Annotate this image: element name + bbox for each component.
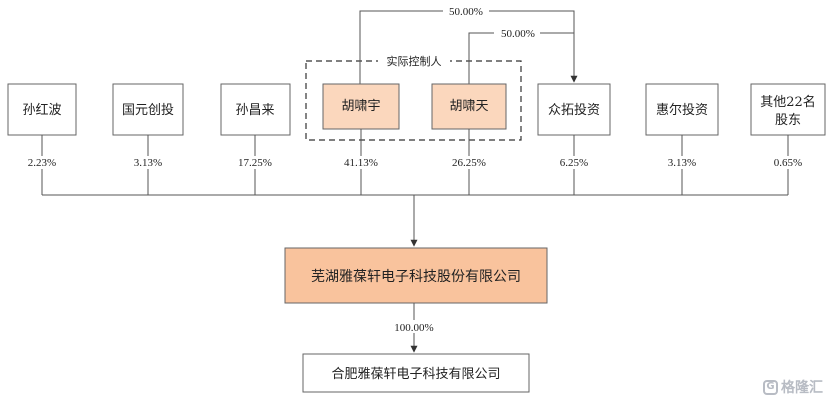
pct-label: 3.13% xyxy=(668,157,696,169)
shareholder-name: 孙昌来 xyxy=(235,103,274,118)
main-company: 芜湖雅葆轩电子科技股份有限公司 xyxy=(284,247,548,304)
shareholder-hu-xiaoyu: 胡啸宇 xyxy=(322,83,400,130)
shareholder-name: 胡啸天 xyxy=(449,99,488,114)
shareholder-sun-hongbo: 孙红波 xyxy=(7,83,77,136)
shareholder-hu-xiaotian: 胡啸天 xyxy=(431,83,507,130)
controller-label: 实际控制人 xyxy=(387,54,442,68)
shareholder-name-line1: 其他22名 xyxy=(760,94,816,110)
pct-label: 41.13% xyxy=(344,157,378,169)
cross-holding-pct-2: 50.00% xyxy=(501,28,535,40)
watermark: G 格隆汇 xyxy=(763,377,823,397)
shareholder-row: 孙红波 国元创投 孙昌来 胡啸宇 胡啸天 众拓投资 惠尔投资 其他22名 xyxy=(7,83,826,136)
pct-label: 26.25% xyxy=(452,157,486,169)
pct-label: 3.13% xyxy=(134,157,162,169)
pct-label: 0.65% xyxy=(774,157,802,169)
shareholder-huier: 惠尔投资 xyxy=(645,83,719,136)
shareholder-name: 胡啸宇 xyxy=(341,99,380,114)
gelonghui-logo-icon: G xyxy=(763,379,778,395)
controller-label-bg xyxy=(378,54,450,68)
shareholder-sun-changlai: 孙昌来 xyxy=(220,83,291,136)
pct-label: 6.25% xyxy=(560,157,588,169)
shareholder-name: 孙红波 xyxy=(22,102,61,118)
company-name: 芜湖雅葆轩电子科技股份有限公司 xyxy=(311,268,521,285)
shareholder-zhongtuo: 众拓投资 xyxy=(537,83,611,136)
cross-holding-pct-1: 50.00% xyxy=(449,6,483,18)
cross-holding-hu-xiaoyu: 50.00% xyxy=(359,4,578,84)
shareholder-name: 国元创投 xyxy=(122,102,174,118)
subsidiary-name: 合肥雅葆轩电子科技有限公司 xyxy=(331,367,500,382)
cross-holding-hu-xiaotian: 50.00% xyxy=(468,26,574,84)
shareholder-guoyuan: 国元创投 xyxy=(112,83,184,136)
watermark-text: 格隆汇 xyxy=(781,380,823,396)
subsidiary-company: 合肥雅葆轩电子科技有限公司 xyxy=(302,353,530,393)
shareholding-percentages: 2.23% 3.13% 17.25% 41.13% 26.25% 6.25% 3… xyxy=(22,156,808,169)
shareholder-name: 惠尔投资 xyxy=(656,102,708,118)
pct-label: 2.23% xyxy=(28,157,56,169)
subsidiary-pct: 100.00% xyxy=(394,322,433,334)
shareholder-name: 众拓投资 xyxy=(548,102,600,118)
controller-group-box xyxy=(305,60,522,141)
shareholder-others: 其他22名 股东 xyxy=(750,83,826,136)
shareholder-name-line2: 股东 xyxy=(775,113,801,128)
pct-label: 17.25% xyxy=(238,157,272,169)
